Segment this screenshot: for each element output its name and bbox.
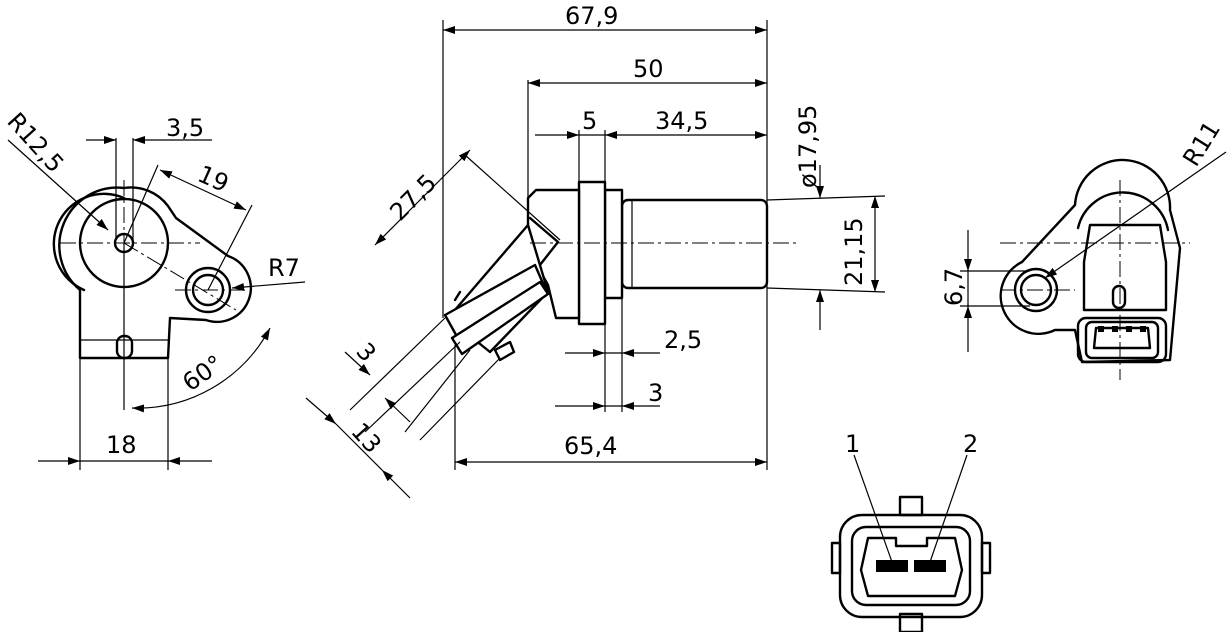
dim-6-7: 6,7 (940, 268, 968, 306)
side-view: 67,9 50 5 34,5 27,5 ø17,95 21,15 2,5 3 3… (305, 2, 886, 499)
rear-view: R11 6,7 (940, 116, 1227, 380)
pin-1-label: 1 (845, 430, 860, 458)
dim-27-5: 27,5 (384, 169, 442, 227)
dim-3-5: 3,5 (166, 114, 204, 142)
dim-r11: R11 (1177, 116, 1226, 171)
dim-67-9: 67,9 (565, 2, 618, 30)
dim-19: 19 (194, 160, 233, 198)
dim-2-5: 2,5 (664, 326, 702, 354)
dim-21-15: 21,15 (840, 217, 868, 286)
dim-3-side: 3 (648, 379, 663, 407)
dim-13: 13 (346, 417, 387, 458)
left-view: R12,5 3,5 19 R7 60° 18 (2, 107, 306, 470)
dim-65-4: 65,4 (564, 432, 617, 460)
dim-3-angled: 3 (351, 337, 382, 367)
connector-pinout: 1 2 (830, 430, 992, 632)
pin-2-label: 2 (963, 430, 978, 458)
dim-18: 18 (106, 431, 137, 459)
dim-dia-17-95: ø17,95 (794, 105, 822, 188)
dim-r7: R7 (268, 254, 300, 282)
dim-50: 50 (633, 55, 664, 83)
dim-5: 5 (582, 107, 597, 135)
dim-60-deg: 60° (177, 350, 228, 397)
dim-34-5: 34,5 (655, 107, 708, 135)
